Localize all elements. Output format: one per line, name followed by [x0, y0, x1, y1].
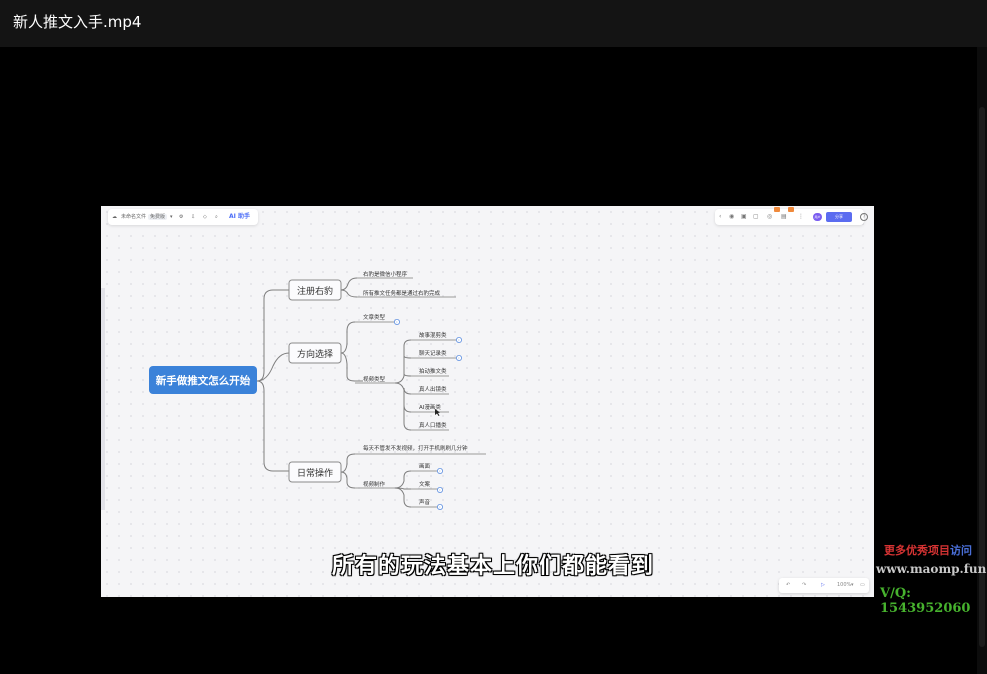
layers-icon[interactable]: ▣: [741, 213, 747, 220]
node-label: 拍动推文类: [419, 367, 447, 375]
outline-icon[interactable]: ▤: [781, 213, 787, 220]
style-icon[interactable]: ◎: [767, 213, 773, 220]
connector: [256, 352, 290, 382]
mindmap-canvas[interactable]: 新手做推文怎么开始 注册右豹 右豹是微信小程序 所有推文任务都是通过右豹完成 方…: [101, 206, 874, 597]
node-label: 视频类型: [363, 375, 386, 383]
svg-text:i: i: [440, 489, 441, 493]
note-icon[interactable]: i: [436, 467, 443, 474]
editor-toolbar-right: ‹ ◉ ▣ ▢ ◎ ▤ ⋮ 用户 分享: [715, 207, 864, 225]
node-label: 真人口播类: [419, 421, 447, 429]
node-label: 文章类型: [363, 313, 386, 321]
node-label: 真人出镜类: [419, 385, 447, 393]
connector: [403, 355, 415, 359]
document-name[interactable]: 未命名文件: [121, 214, 147, 220]
node-label: 聊天记录类: [419, 349, 447, 357]
video-title: 新人推文入手.mp4: [13, 13, 142, 31]
note-icon[interactable]: i: [393, 319, 400, 326]
connector: [340, 352, 363, 382]
note-icon[interactable]: i: [436, 486, 443, 493]
note-icon[interactable]: i: [455, 354, 462, 361]
share-button[interactable]: 分享: [826, 212, 852, 222]
mode-tag: 免费版: [148, 214, 168, 220]
export-icon[interactable]: ⇩: [191, 214, 196, 220]
minimap-icon[interactable]: ▭: [860, 582, 865, 588]
tag-icon[interactable]: ◇: [203, 214, 207, 220]
connector: [340, 453, 363, 473]
node-label: 文案: [419, 480, 431, 488]
connector: [394, 470, 415, 489]
node-label: 故事混剪类: [419, 331, 447, 339]
scrollbar[interactable]: [977, 47, 987, 674]
mouse-cursor-icon: [435, 409, 440, 416]
canvas-edge: [101, 288, 105, 510]
node-label: 每天不管发不发视频，打开手机刷刷几分钟: [363, 444, 468, 452]
note-icon[interactable]: i: [455, 336, 462, 343]
watermark-url: www.maomp.fun: [876, 562, 987, 576]
format-icon[interactable]: ▢: [753, 213, 759, 220]
svg-text:i: i: [459, 339, 460, 343]
settings-icon[interactable]: ⚙: [179, 214, 184, 220]
root-node[interactable]: [149, 366, 257, 394]
node-direction-label: 方向选择: [297, 348, 333, 360]
connector: [256, 380, 289, 472]
dropdown-icon[interactable]: ▾: [170, 214, 173, 220]
zoom-level[interactable]: 100%: [837, 582, 852, 588]
svg-text:i: i: [397, 321, 398, 325]
editor-toolbar-left: ☁ 未命名文件 免费版 ▾ ⚙ ⇩ ◇ ⌕ AI 助手: [108, 209, 258, 225]
cloud-icon[interactable]: ☁: [112, 214, 117, 220]
connector: [394, 487, 415, 508]
zoom-dropdown-icon[interactable]: ▾: [851, 582, 854, 588]
avatar[interactable]: 用户: [813, 213, 822, 221]
notification-badge: [774, 207, 780, 212]
svg-text:i: i: [459, 357, 460, 361]
node-daily-label: 日常操作: [297, 467, 333, 479]
node-label: 声音: [419, 498, 431, 506]
connector: [340, 471, 363, 489]
node-label: 所有推文任务都是通过右豹完成: [363, 289, 441, 297]
connector: [403, 373, 415, 377]
note-icon[interactable]: i: [436, 503, 443, 510]
watermark-contact: V/Q: 1543952060: [880, 586, 971, 616]
connector: [256, 289, 289, 382]
node-label: 右豹是微信小程序: [363, 270, 408, 278]
node-register-label: 注册右豹: [297, 285, 333, 297]
node-label: 视频制作: [363, 480, 386, 488]
undo-icon[interactable]: ↶: [786, 582, 791, 588]
collapse-icon[interactable]: ‹: [719, 213, 722, 220]
search-icon[interactable]: ⌕: [215, 214, 218, 220]
help-icon[interactable]: ?: [860, 213, 868, 221]
zoom-toolbar: ↶ ↷ ▷ 100% ▾ ▭: [779, 578, 869, 593]
svg-text:i: i: [440, 506, 441, 510]
svg-text:i: i: [440, 470, 441, 474]
connector: [403, 390, 415, 413]
connector: [340, 277, 363, 291]
more-icon[interactable]: ⋮: [798, 213, 804, 220]
video-subtitle: 所有的玩法基本上你们都能看到: [331, 554, 654, 579]
root-node-label: 新手做推文怎么开始: [156, 374, 251, 387]
scrollbar-thumb[interactable]: [979, 107, 985, 647]
redo-icon[interactable]: ↷: [802, 582, 807, 588]
watermark-line1: 更多优秀项目访问: [884, 544, 972, 557]
video-frame[interactable]: ☁ 未命名文件 免费版 ▾ ⚙ ⇩ ◇ ⌕ AI 助手 ‹ ◉ ▣ ▢ ◎ ▤ …: [101, 206, 874, 597]
connector: [340, 321, 363, 354]
title-bar: 新人推文入手.mp4: [0, 0, 987, 47]
connector: [340, 289, 363, 298]
play-icon[interactable]: ◉: [729, 213, 735, 220]
connector: [403, 405, 415, 431]
node-label: 画面: [419, 463, 431, 470]
connector: [394, 487, 415, 490]
pointer-icon[interactable]: ▷: [821, 582, 825, 588]
ai-assistant-button[interactable]: AI 助手: [229, 213, 250, 220]
node-label: AI漫画类: [419, 403, 441, 411]
notification-badge: [788, 207, 794, 212]
connector: [394, 382, 415, 395]
connector: [394, 339, 415, 384]
